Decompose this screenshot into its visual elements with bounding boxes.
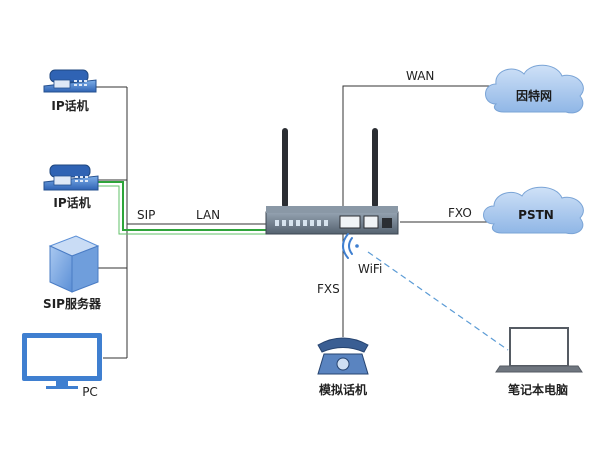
laptop: 笔记本电脑 (495, 327, 583, 397)
cloud-internet-label: 因特网 (516, 88, 552, 103)
laptop-label: 笔记本电脑 (508, 382, 568, 397)
cloud-icon (485, 64, 584, 114)
router (265, 128, 399, 235)
router-port-lan (363, 215, 379, 229)
monitor-icon (22, 333, 102, 389)
ip-phone-2-label: IP话机 (53, 195, 90, 210)
fxs-link-label: FXS (317, 282, 340, 296)
router-leds (275, 220, 328, 226)
wan-link-label: WAN (406, 69, 434, 83)
wifi-icon (342, 233, 359, 259)
sip-link-label: SIP (137, 208, 155, 222)
ip-phone-1-label: IP话机 (51, 98, 88, 113)
wifi-link (367, 251, 509, 351)
analog-phone-label: 模拟话机 (319, 382, 367, 397)
router-port-phone (382, 218, 392, 228)
ip-phone-2: IP话机 (43, 164, 99, 210)
fxo-link-label: FXO (448, 206, 472, 220)
ip-phone-icon (43, 69, 97, 93)
sip-link (98, 181, 266, 235)
link-wan (342, 85, 506, 210)
cloud-icon (483, 186, 584, 235)
wifi-link-label: WiFi (358, 262, 382, 276)
cloud-pstn: PSTN (483, 186, 584, 235)
analog-phone-icon (317, 337, 369, 375)
ip-phone-icon (43, 164, 99, 191)
router-antenna-right (372, 128, 378, 208)
cloud-internet: 因特网 (485, 64, 584, 114)
cloud-pstn-label: PSTN (518, 208, 554, 222)
laptop-icon (495, 327, 583, 373)
router-antenna-left (282, 128, 288, 208)
sip-server: SIP服务器 (43, 235, 102, 311)
ip-phone-1: IP话机 (43, 69, 97, 113)
router-port-wan (339, 215, 361, 229)
pc: PC (22, 333, 102, 399)
pc-label: PC (82, 385, 98, 399)
connection-lines (96, 85, 506, 359)
server-icon (48, 235, 100, 293)
sip-server-label: SIP服务器 (43, 296, 102, 311)
lan-link-label: LAN (196, 208, 220, 222)
analog-phone: 模拟话机 (317, 337, 369, 397)
